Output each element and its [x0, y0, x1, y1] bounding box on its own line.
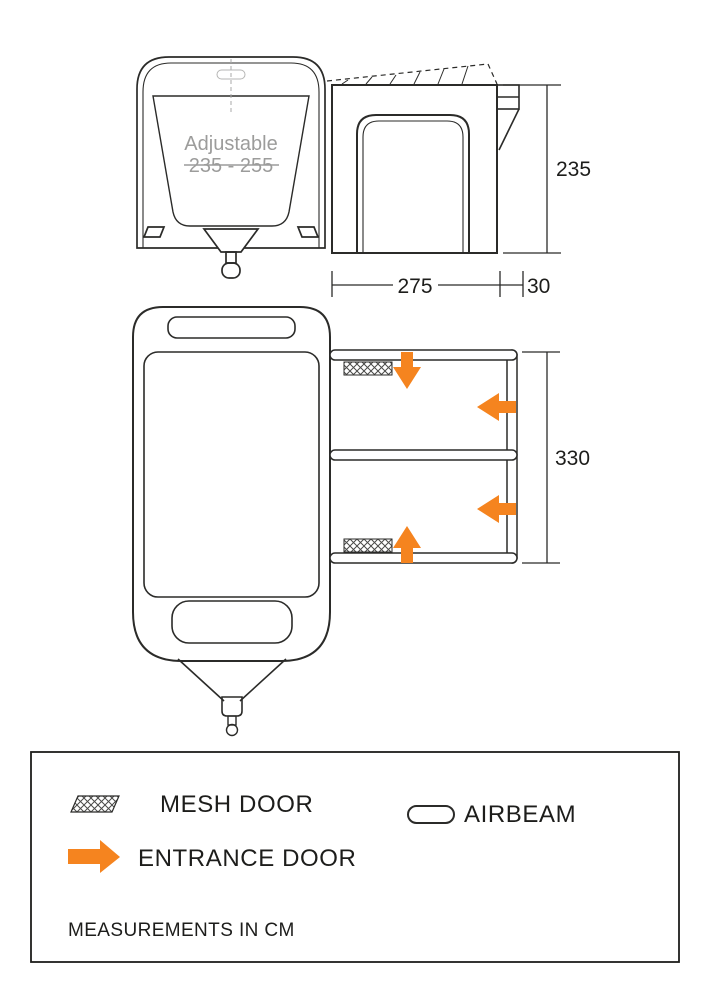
- plan-view-caravan: [132, 306, 331, 737]
- rail-block: [496, 84, 520, 151]
- jockey-post: [225, 251, 237, 264]
- airbeam-top: [329, 349, 518, 361]
- roof-connection-dashed: [326, 63, 498, 85]
- legend-airbeam-label: AIRBEAM: [464, 801, 576, 828]
- hitch-frame: [202, 228, 260, 253]
- caravan-floor: [143, 351, 320, 598]
- entrance-arrow-up: [393, 526, 421, 563]
- hitch-stem: [227, 715, 237, 726]
- mesh-panel-top: [343, 361, 393, 376]
- airbeam-icon: [407, 805, 455, 824]
- mesh-panel-bottom: [343, 538, 393, 553]
- legend-box: [30, 751, 680, 963]
- hitch-ball: [225, 723, 239, 737]
- measurements-note: MEASUREMENTS IN CM: [68, 920, 295, 941]
- airbeam-middle: [329, 449, 518, 461]
- front-view: [136, 56, 326, 279]
- legend-mesh-door-label: MESH DOOR: [160, 791, 313, 818]
- dim-length-lines: [522, 351, 560, 564]
- awning-plan: [329, 349, 518, 564]
- front-window-bar: [167, 316, 296, 339]
- entrance-arrow-left-lower: [477, 495, 516, 523]
- dim-length-value: 330: [555, 447, 590, 470]
- dim-height-value: 235: [556, 158, 591, 181]
- dim-height-lines: [503, 84, 561, 254]
- legend-entrance-door-label: ENTRANCE DOOR: [138, 845, 356, 872]
- side-door: [356, 114, 470, 253]
- dim-width-value: 275: [397, 275, 432, 298]
- adjustable-range: 235 - 255: [189, 155, 274, 177]
- entrance-door-icon: [68, 840, 120, 873]
- roof-hatch-ticks: [341, 65, 469, 85]
- airbeam-bottom: [329, 552, 518, 564]
- side-view: [326, 63, 520, 254]
- adjustable-label: Adjustable: [184, 133, 277, 155]
- entrance-arrow-left-upper: [477, 393, 516, 421]
- rear-window-bar: [171, 600, 293, 644]
- hitch-head: [221, 696, 243, 717]
- dim-depth-value: 30: [527, 275, 550, 298]
- foot-right: [296, 226, 320, 238]
- foot-left: [142, 226, 166, 238]
- mesh-door-icon: [70, 795, 120, 813]
- entrance-arrow-down: [393, 352, 421, 389]
- jockey-wheel: [221, 262, 241, 279]
- dim-width-lines: [331, 271, 524, 297]
